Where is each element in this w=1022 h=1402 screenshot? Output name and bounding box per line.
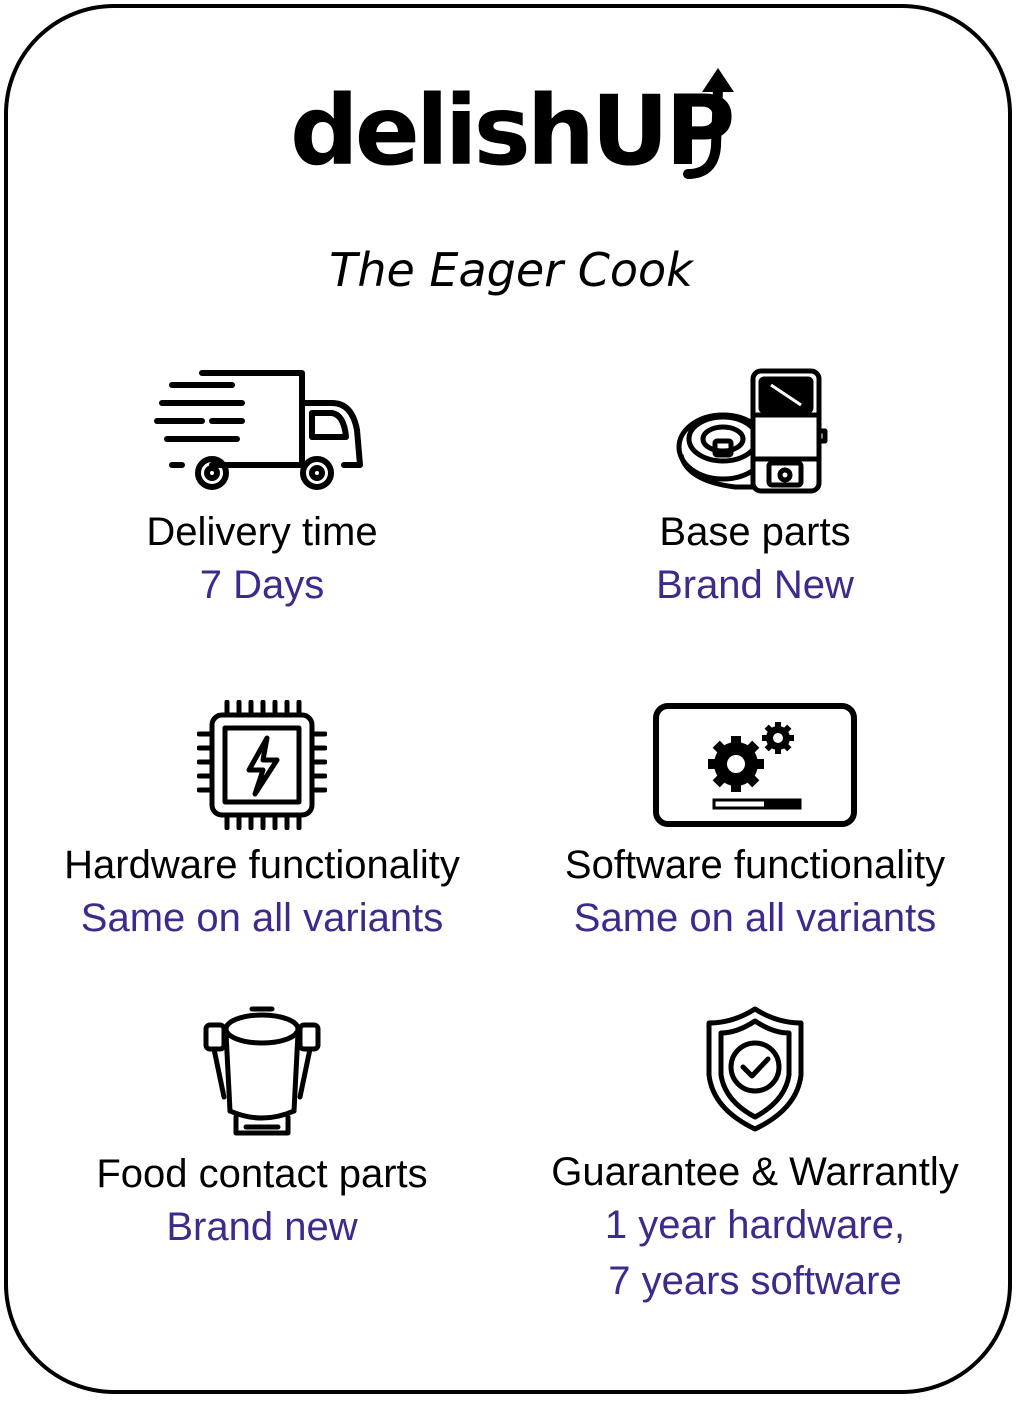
software-label: Software functionality (564, 843, 946, 887)
guarantee-label: Guarantee & Warrantly (551, 1150, 959, 1194)
delivery-label: Delivery time (146, 510, 378, 554)
shield-check-icon (706, 1006, 804, 1132)
feature-hardware: Hardware functionality Same on all varia… (27, 700, 497, 946)
guarantee-value-line2: 7 years software (608, 1259, 902, 1303)
food-processor-base-icon (676, 368, 828, 494)
feature-delivery: Delivery time 7 Days (27, 365, 497, 613)
info-card (4, 4, 1012, 1394)
software-value: Same on all variants (573, 896, 937, 940)
logo-text: delishUP (290, 75, 735, 187)
chip-lightning-icon (197, 700, 327, 830)
hardware-value: Same on all variants (80, 896, 444, 940)
feature-guarantee: Guarantee & Warrantly 1 year hardware, 7… (520, 1005, 990, 1309)
feature-food-contact: Food contact parts Brand new (27, 1005, 497, 1255)
delivery-value: 7 Days (199, 563, 325, 607)
feature-base-parts: Base parts Brand New (520, 365, 990, 613)
feature-software: Software functionality Same on all varia… (520, 700, 990, 946)
settings-gears-screen-icon (653, 703, 857, 827)
brand-logo: delishUP (290, 62, 740, 187)
guarantee-value-line1: 1 year hardware, (604, 1203, 906, 1247)
logo-up-arrow-icon (683, 68, 734, 179)
base-parts-value: Brand New (656, 563, 854, 607)
food-contact-value: Brand new (166, 1205, 358, 1249)
food-contact-label: Food contact parts (96, 1152, 428, 1196)
mixing-bowl-icon (203, 1006, 321, 1136)
guarantee-value: 1 year hardware, 7 years software (520, 1197, 990, 1309)
base-parts-label: Base parts (659, 510, 851, 554)
hardware-label: Hardware functionality (64, 843, 460, 887)
delivery-truck-icon (154, 370, 363, 490)
subtitle: The Eager Cook (329, 243, 693, 297)
